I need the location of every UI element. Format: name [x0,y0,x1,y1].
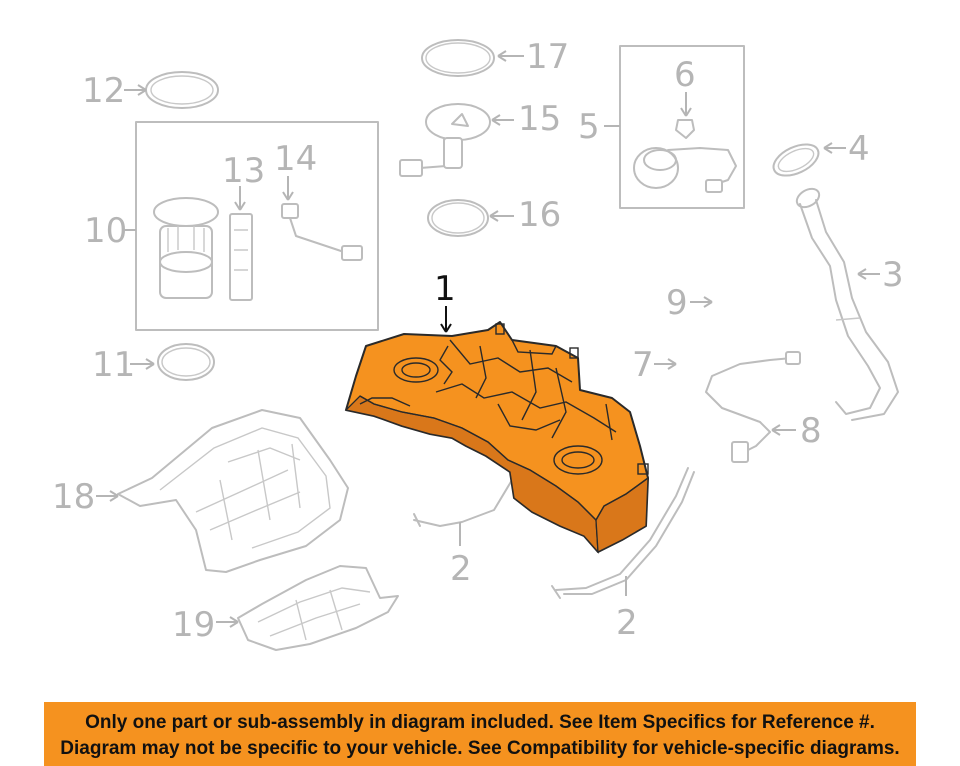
callout-18: 18 [52,477,95,517]
callout-10: 10 [84,211,127,251]
callout-5: 5 [578,107,600,147]
callout-7: 7 [632,345,654,385]
callout-3: 3 [882,255,904,295]
part-3-filler-neck[interactable] [794,185,899,421]
part-18-heat-shield[interactable] [117,409,349,573]
callout-2b: 2 [616,603,638,643]
part-2-strap-left[interactable] [413,479,513,527]
part-2-strap-right[interactable] [551,467,695,599]
part-8-vent-line[interactable] [705,351,801,463]
leader-15 [491,114,514,126]
part-12-ring[interactable] [145,71,219,109]
part-6-clip[interactable] [675,119,695,139]
leader-16 [489,210,514,222]
callout-15: 15 [518,99,561,139]
part-4-seal[interactable] [769,138,823,182]
callout-13: 13 [222,151,265,191]
part-15-sender[interactable] [399,103,491,177]
leader-1 [440,306,452,333]
part-16-oring[interactable] [427,199,489,237]
part-11-ring[interactable] [157,343,215,381]
disclaimer-line-2: Diagram may not be specific to your vehi… [60,738,900,759]
part-9-hose[interactable] [712,273,786,304]
callout-4: 4 [848,129,870,169]
leader-11 [130,358,155,370]
leader-4 [823,142,846,154]
leader-8 [771,424,796,436]
leader-18 [96,490,119,502]
callout-1: 1 [434,269,456,309]
part-19-shield[interactable] [237,565,399,651]
callout-6: 6 [674,55,696,95]
part-17-gasket[interactable] [421,39,495,77]
part-10-box [135,121,379,331]
leader-12 [124,84,147,96]
part-1-fuel-tank[interactable] [344,321,649,554]
part-10-fuel-pump[interactable] [153,197,219,299]
callout-9: 9 [666,283,688,323]
leader-3 [857,268,880,280]
callout-17: 17 [526,37,569,77]
callout-12: 12 [82,71,125,111]
leader-13 [234,186,246,211]
callout-19: 19 [172,605,215,645]
disclaimer-banner: Only one part or sub-assembly in diagram… [44,702,916,766]
callout-16: 16 [518,195,561,235]
part-14-harness[interactable] [281,203,363,261]
callout-2a: 2 [450,549,472,589]
disclaimer-line-1: Only one part or sub-assembly in diagram… [85,712,875,733]
callout-8: 8 [800,411,822,451]
part-7-hose[interactable] [678,328,778,378]
callout-14: 14 [274,139,317,179]
leader-9 [690,296,713,308]
part-5-fuel-door-actuator[interactable] [633,147,737,193]
leader-14 [282,176,294,201]
callout-11: 11 [92,345,135,385]
arrow-17 [497,50,507,62]
part-13-pump-bracket[interactable] [229,213,253,301]
leader-7 [654,358,677,370]
leader-6 [680,92,692,117]
leader-19 [216,616,239,628]
